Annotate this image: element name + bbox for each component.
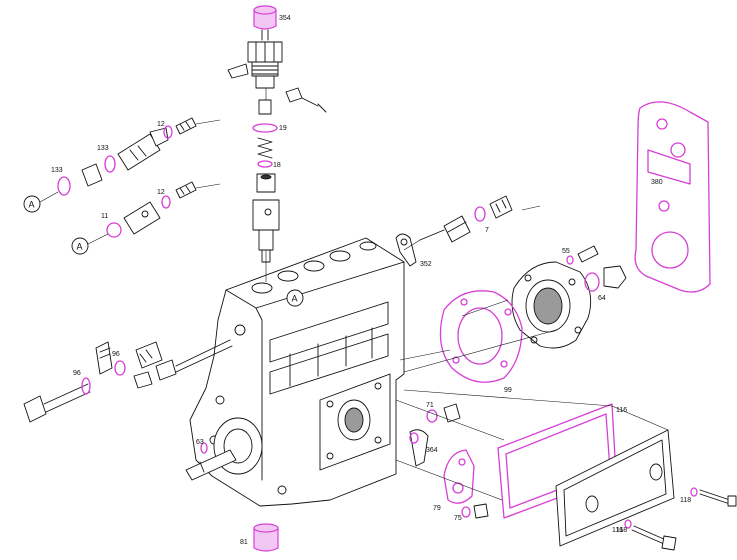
upper-banjo-fitting: 12 133 133: [51, 117, 197, 196]
inlet-fitting-7: 7: [419, 195, 513, 243]
label-380: 380: [651, 179, 663, 186]
nut-washer-64: 64: [584, 265, 627, 302]
bleed-screw-96: 96: [95, 341, 163, 376]
part-18-washer: [257, 160, 273, 168]
svg-text:A: A: [77, 242, 83, 252]
label-11: 11: [101, 213, 108, 220]
cover-plate-116: 116: [555, 429, 675, 547]
washer-71: 71: [426, 402, 461, 423]
label-118b: 118: [616, 527, 627, 534]
label-12a: 12: [157, 121, 165, 128]
part-19-oring: [252, 123, 278, 133]
label-99: 99: [504, 387, 512, 394]
label-7: 7: [485, 227, 489, 234]
label-63: 63: [196, 439, 204, 446]
front-cover-plate: [511, 261, 592, 349]
part-354-cap: 354: [253, 5, 291, 30]
label-352: 352: [420, 261, 432, 268]
label-12b: 12: [157, 189, 165, 196]
flange-79: 79: [433, 449, 475, 512]
delivery-valve-assembly: 354 19 18: [227, 5, 327, 263]
callout-a-3: A: [292, 294, 298, 304]
label-354: 354: [279, 15, 291, 22]
plug-81: 81: [240, 523, 279, 552]
label-118a: 118: [680, 497, 691, 504]
label-19: 19: [279, 125, 287, 132]
label-116b: 116: [612, 527, 623, 534]
screw-55: 55: [562, 245, 599, 265]
nut-75: 75: [454, 503, 489, 522]
lever-364: 364: [409, 429, 438, 467]
label-133b: 133: [51, 167, 63, 174]
callout-a-1: A: [23, 191, 59, 213]
label-364: 364: [426, 447, 438, 454]
gasket-380: 380: [634, 101, 711, 293]
bolt-95: 96: [23, 339, 233, 423]
label-75: 75: [454, 515, 462, 522]
assembly-leader-lines: [195, 88, 669, 501]
label-96a: 96: [112, 351, 120, 358]
label-71: 71: [426, 402, 434, 409]
label-79: 79: [433, 505, 441, 512]
svg-text:A: A: [29, 200, 35, 210]
label-133a: 133: [97, 145, 109, 152]
label-95a: 96: [73, 370, 81, 377]
label-64: 64: [598, 295, 606, 302]
pump-housing: A: [189, 237, 405, 507]
gasket-99: 99: [439, 290, 523, 394]
label-18: 18: [273, 162, 281, 169]
callout-a-2: A: [71, 233, 109, 255]
screw-118-right: 118: [680, 487, 737, 507]
screw-118-bottom: 118: [616, 519, 677, 551]
camshaft-63: 63: [185, 439, 237, 481]
label-55: 55: [562, 248, 570, 255]
label-116a: 116: [616, 407, 627, 414]
lower-banjo-fitting: 12 11: [101, 181, 197, 238]
bracket-352: 352: [395, 233, 432, 268]
label-81: 81: [240, 539, 248, 546]
